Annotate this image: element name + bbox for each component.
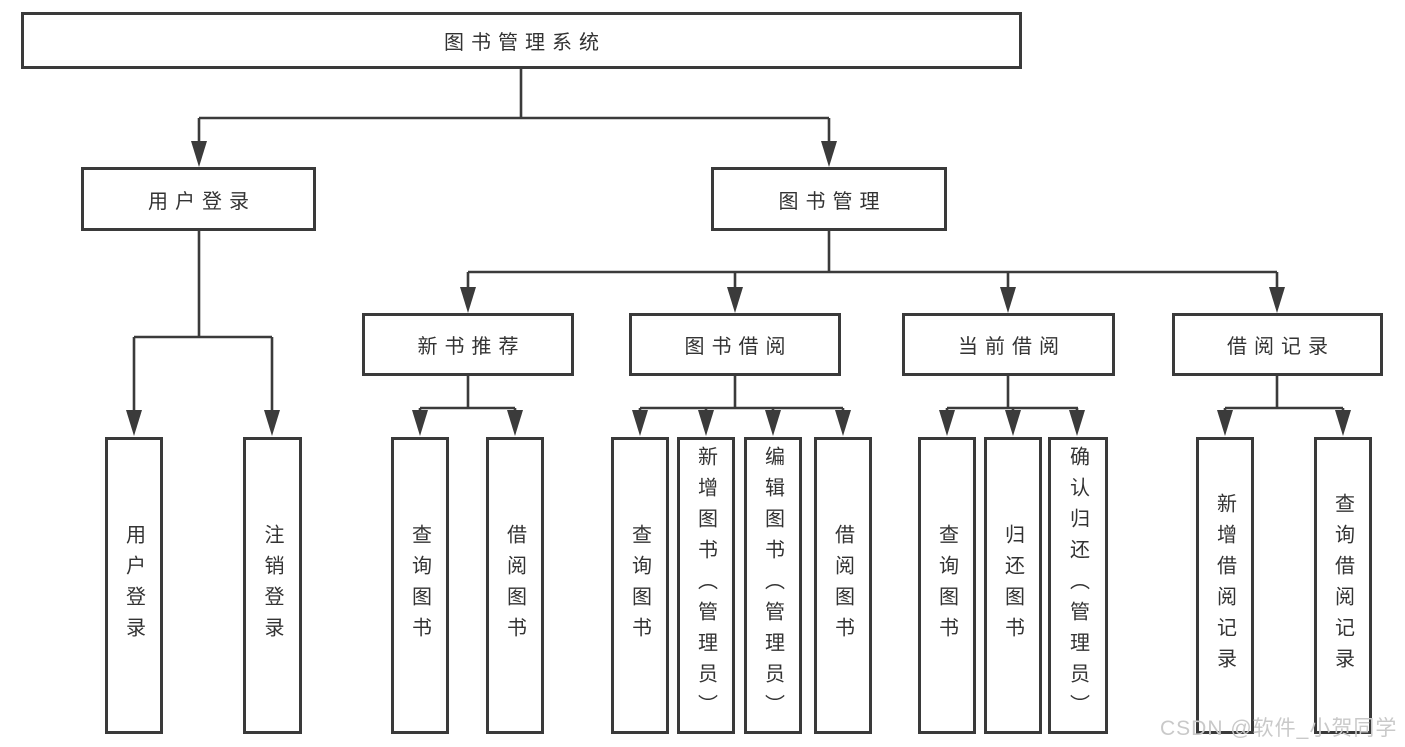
leaf-query-books-recommend: 查询图书 [391,437,449,734]
leaf-borrow-books: 借阅图书 [814,437,872,734]
leaf-add-borrow-record: 新增借阅记录 [1196,437,1254,734]
leaf-borrow-books-recommend: 借阅图书 [486,437,544,734]
node-root: 图书管理系统 [21,12,1022,69]
node-label: 图书管理 [778,190,887,213]
node-book-management: 图书管理 [711,167,947,231]
node-label: 借阅图书 [831,523,854,648]
leaf-confirm-return-admin: 确认归还（管理员） [1048,437,1108,734]
node-label: 当前借阅 [958,336,1066,358]
leaf-query-books-current: 查询图书 [918,437,976,734]
node-book-borrow: 图书借阅 [629,313,841,376]
arrow-down-icon [1269,287,1285,313]
arrow-down-icon [264,410,280,436]
node-label: 借阅图书 [503,523,526,648]
leaf-edit-books-admin: 编辑图书（管理员） [744,437,802,734]
node-label: 编辑图书（管理员） [761,446,784,725]
node-label: 借阅记录 [1227,336,1335,358]
node-label: 新书推荐 [417,336,526,358]
node-label: 图书管理系统 [444,32,606,54]
node-label: 新增借阅记录 [1213,492,1236,679]
node-current-borrow: 当前借阅 [902,313,1115,376]
arrow-down-icon [727,287,743,313]
csdn-watermark: CSDN @软件_小贺同学 [1160,717,1398,740]
arrow-down-icon [1217,410,1233,436]
leaf-logout: 注销登录 [243,437,302,734]
node-label: 确认归还（管理员） [1066,446,1089,725]
arrow-down-icon [191,141,207,167]
node-new-book-recommend: 新书推荐 [362,313,574,376]
node-label: 用户登录 [148,190,256,213]
arrow-down-icon [460,287,476,313]
node-label: 图书借阅 [684,336,793,358]
arrow-down-icon [1005,410,1021,436]
arrow-down-icon [632,410,648,436]
leaf-query-books-borrow: 查询图书 [611,437,669,734]
node-label: 查询借阅记录 [1331,492,1354,679]
leaf-return-books: 归还图书 [984,437,1042,734]
arrow-down-icon [835,410,851,436]
node-label: 用户登录 [122,523,145,648]
arrow-down-icon [1000,287,1016,313]
arrow-down-icon [698,410,714,436]
arrow-down-icon [765,410,781,436]
node-label: 查询图书 [408,523,431,648]
arrow-down-icon [126,410,142,436]
arrow-down-icon [1335,410,1351,436]
node-label: 新增图书（管理员） [694,446,717,725]
node-label: 查询图书 [628,523,651,648]
node-label: 归还图书 [1001,523,1024,648]
arrow-down-icon [412,410,428,436]
arrow-down-icon [821,141,837,167]
node-label: 注销登录 [261,523,283,648]
arrow-down-icon [939,410,955,436]
leaf-add-books-admin: 新增图书（管理员） [677,437,735,734]
arrow-down-icon [507,410,523,436]
node-user-login: 用户登录 [81,167,316,231]
leaf-user-login: 用户登录 [105,437,163,734]
node-label: 查询图书 [935,523,958,648]
leaf-query-borrow-record: 查询借阅记录 [1314,437,1372,734]
node-borrow-records: 借阅记录 [1172,313,1383,376]
arrow-down-icon [1069,410,1085,436]
